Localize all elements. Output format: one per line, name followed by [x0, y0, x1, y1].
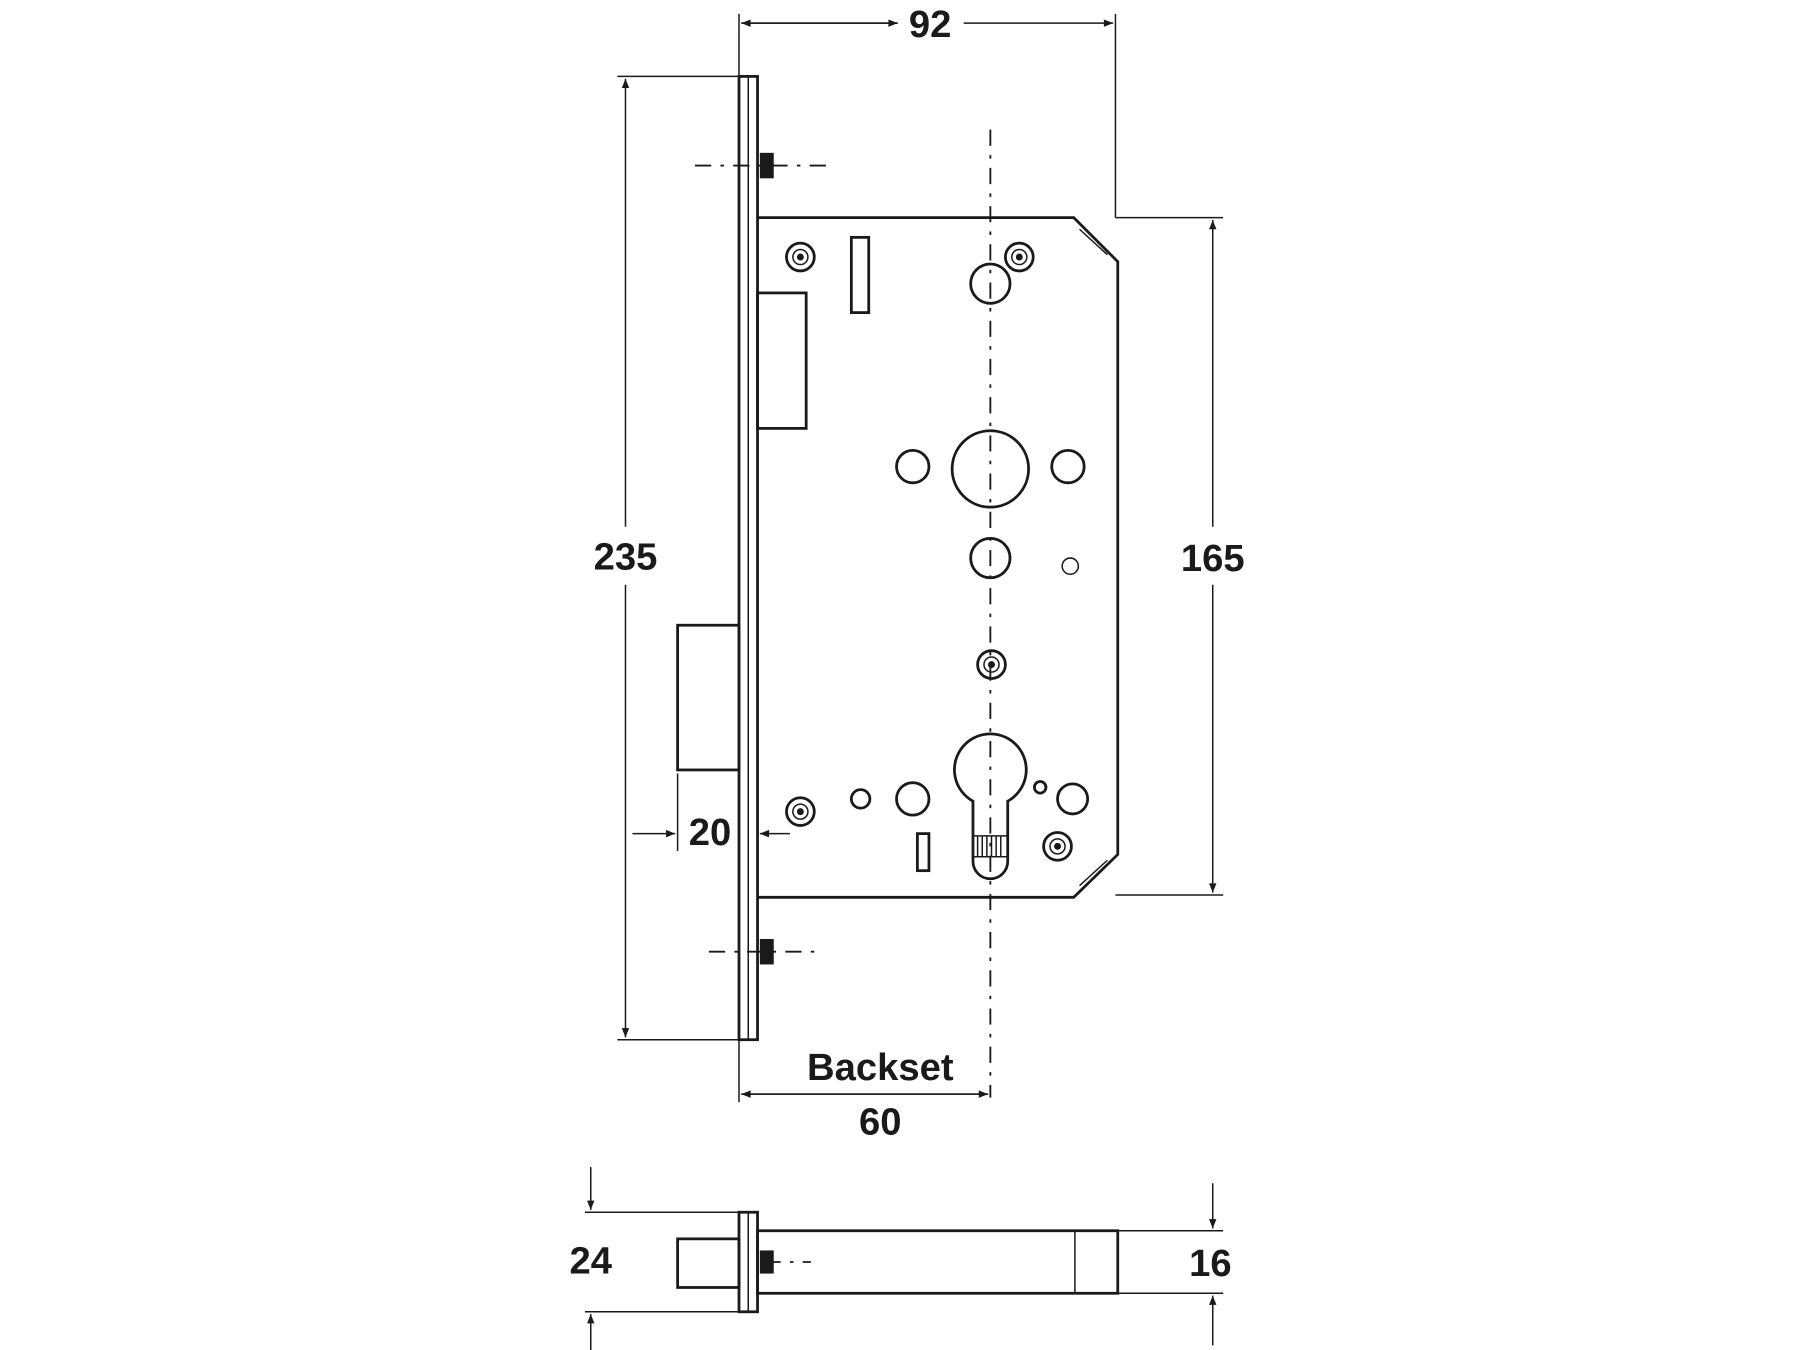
- dim-latch-projection: 20: [689, 811, 732, 854]
- dimension-24: 24: [569, 1167, 739, 1350]
- dim-faceplate-height: 235: [594, 536, 658, 579]
- screw-icon: [1042, 831, 1073, 862]
- dimension-92: 92: [738, 3, 1117, 218]
- dim-overall-width: 92: [909, 3, 952, 46]
- lock-case: [756, 129, 1120, 1098]
- backset-value: 60: [859, 1101, 902, 1144]
- screw-icon: [785, 241, 816, 273]
- faceplate: [694, 75, 828, 1042]
- dim-faceplate-width: 24: [569, 1240, 612, 1283]
- screw-icon: [976, 649, 1007, 680]
- dim-case-height: 165: [1181, 537, 1245, 580]
- screw-icon: [1004, 241, 1035, 273]
- bottom-view: [676, 1210, 1120, 1314]
- dimension-165: 165: [1115, 216, 1245, 896]
- latch-bolt: [676, 623, 741, 772]
- dimension-20: 20: [632, 773, 790, 854]
- deadbolt: [756, 291, 808, 430]
- dimension-235: 235: [594, 75, 739, 1041]
- screw-icon: [785, 796, 816, 827]
- dim-case-thickness: 16: [1189, 1242, 1232, 1285]
- dimension-backset: Backset 60: [738, 1039, 989, 1144]
- backset-label: Backset: [807, 1046, 954, 1089]
- cylinder-profile: [953, 732, 1028, 881]
- dimension-16: 16: [1117, 1183, 1232, 1346]
- follower-hole: [950, 429, 1030, 509]
